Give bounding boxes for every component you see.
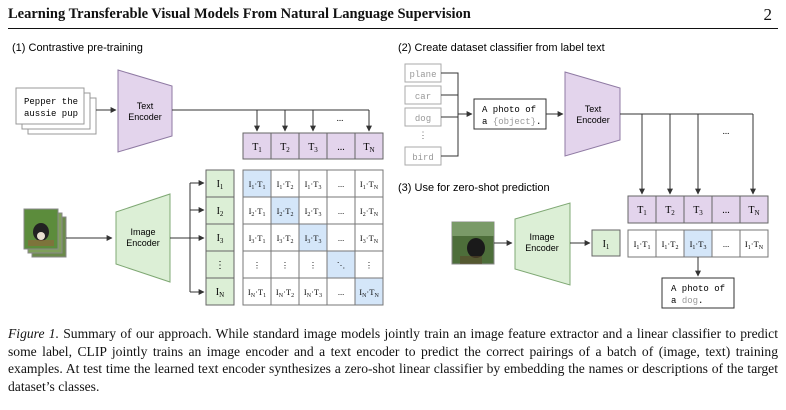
similarity-matrix: I1·T1 I1·T2 I1·T3 ... I1·TN I2·T1 I2·T2 … (242, 169, 384, 306)
image-feature-column-1: I1 I2 I3 ⋮ IN (205, 169, 235, 306)
svg-text:I1: I1 (603, 239, 610, 251)
image-encoder-2-label-2: Encoder (525, 243, 559, 253)
image-encoder-label-2: Encoder (126, 238, 160, 248)
image-encoder-label-1: Image (130, 227, 155, 237)
header-rule (8, 28, 778, 29)
prediction-box: A photo of a dog. (661, 277, 735, 309)
prediction-line2c: . (698, 296, 703, 306)
svg-text:⋮: ⋮ (281, 260, 290, 270)
svg-text:...: ... (338, 287, 344, 297)
text-encoder-1: Text Encoder (117, 69, 173, 153)
text-encoder-label-1: Text (137, 101, 154, 111)
figure-caption: Figure 1. Summary of our approach. While… (8, 325, 778, 395)
svg-text:⋮: ⋮ (309, 260, 318, 270)
section3-label: (3) Use for zero-shot prediction (398, 182, 550, 194)
svg-text:...: ... (338, 233, 344, 243)
svg-text:T2: T2 (665, 205, 675, 217)
page-number: 2 (763, 5, 773, 24)
label-list: plane car dog ⋮ bird (404, 63, 442, 166)
svg-text:⋮: ⋮ (253, 260, 262, 270)
paper-title: Learning Transferable Visual Models From… (8, 6, 471, 22)
label-dog: dog (415, 114, 431, 124)
text-encoder-label-2: Encoder (128, 112, 162, 122)
svg-text:a {object}.: a {object}. (482, 117, 541, 127)
dog-image-stack (23, 208, 67, 258)
svg-text:TN: TN (748, 205, 759, 217)
caption-label: Figure 1. (8, 326, 59, 341)
svg-text:...: ... (337, 142, 345, 153)
svg-text:T3: T3 (308, 142, 318, 154)
dog-photo (451, 221, 495, 265)
svg-text:a dog.: a dog. (671, 296, 703, 306)
text-feature-arrows-2: ... (639, 114, 756, 195)
text-feature-row-1: T1 T2 T3 ... TN (242, 132, 384, 160)
text-input-line1: Pepper the (24, 97, 78, 107)
svg-text:...: ... (722, 205, 730, 216)
svg-text:⋱: ⋱ (337, 260, 346, 270)
svg-text:I1: I1 (217, 179, 224, 191)
svg-text:...: ... (338, 206, 344, 216)
svg-text:T1: T1 (637, 205, 647, 217)
template-line1: A photo of (482, 105, 536, 115)
text-feature-row-2: T1 T2 T3 ... TN (627, 195, 769, 224)
page-header: Learning Transferable Visual Models From… (8, 5, 778, 29)
caption-text: Summary of our approach. While standard … (8, 326, 778, 394)
svg-text:I3: I3 (217, 233, 224, 245)
prediction-line1: A photo of (671, 284, 725, 294)
svg-text:⋮: ⋮ (365, 260, 374, 270)
template-object: {object} (493, 117, 536, 127)
prediction-line2a: a (671, 296, 682, 306)
image-feature-i1: I1 (591, 229, 621, 257)
svg-text:⋮: ⋮ (215, 260, 225, 271)
svg-text:TN: TN (363, 142, 374, 154)
svg-text:T2: T2 (280, 142, 290, 154)
prediction-object: dog (682, 296, 698, 306)
image-encoder-2: Image Encoder (514, 202, 571, 286)
label-bird: bird (412, 153, 434, 163)
label-car: car (415, 92, 431, 102)
svg-text:I2: I2 (217, 206, 224, 218)
text-input-line2: aussie pup (24, 109, 78, 119)
text-input-stack: Pepper the aussie pup (15, 87, 97, 135)
image-encoder-1: Image Encoder (115, 193, 171, 283)
svg-text:T3: T3 (693, 205, 703, 217)
image-feature-arrows-1 (170, 180, 205, 295)
svg-text:...: ... (723, 239, 729, 249)
image-encoder-2-label-1: Image (529, 232, 554, 242)
template-line2c: . (536, 117, 541, 127)
svg-text:IN: IN (216, 287, 224, 299)
arrows-ellipsis-2: ... (723, 126, 730, 136)
svg-text:T1: T1 (252, 142, 262, 154)
section1-label: (1) Contrastive pre-training (12, 42, 143, 54)
clip-figure: (1) Contrastive pre-training (2) Create … (12, 42, 769, 309)
text-encoder-2: Text Encoder (564, 71, 621, 157)
text-encoder-2-label-1: Text (585, 104, 602, 114)
svg-text:...: ... (338, 179, 344, 189)
text-encoder-2-label-2: Encoder (576, 115, 610, 125)
label-ellipsis: ⋮ (419, 131, 428, 141)
prompt-template-box: A photo of a {object}. (473, 98, 547, 130)
template-line2a: a (482, 117, 493, 127)
section2-label: (2) Create dataset classifier from label… (398, 42, 605, 54)
arrows-ellipsis-1: ... (337, 113, 344, 123)
label-plane: plane (409, 70, 436, 80)
zero-shot-score-row: I1·T1 I1·T2 I1·T3 ... I1·TN (627, 229, 769, 258)
text-feature-arrows-1: ... (254, 110, 372, 132)
